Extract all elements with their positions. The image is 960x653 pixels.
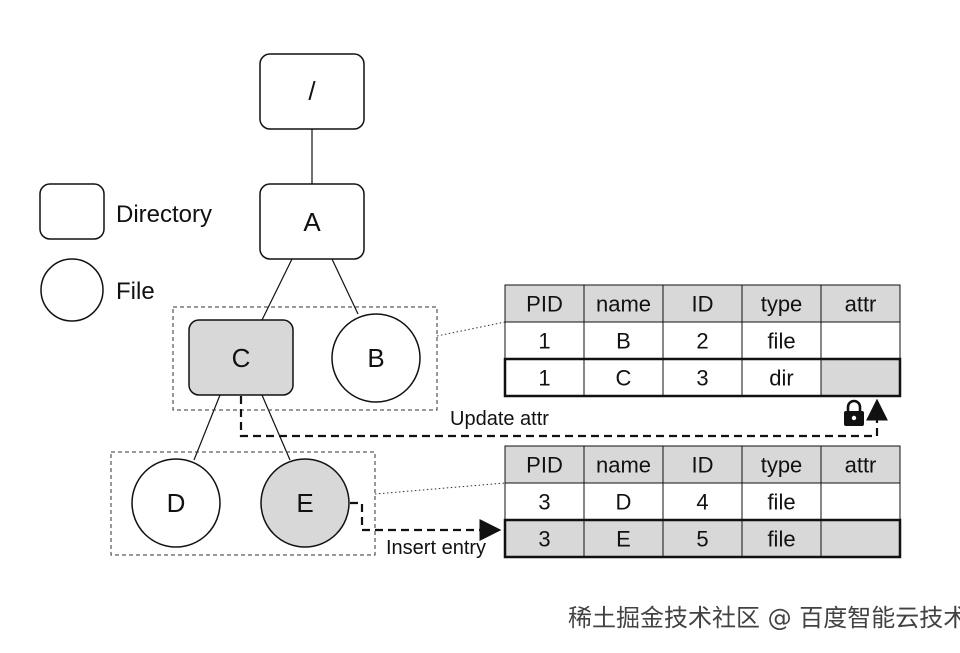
table-cell-text: file [767, 527, 795, 552]
table-cell-text: 4 [696, 490, 708, 515]
table-cell-text: C [616, 366, 632, 391]
connector-group-de-table [374, 482, 506, 495]
table-header-cell [504, 445, 585, 484]
table-cell [820, 482, 901, 521]
table-cell-text: 3 [538, 527, 550, 552]
node-e: E [260, 458, 350, 548]
insert-entry-arrow [350, 501, 502, 541]
table-cell [820, 358, 901, 397]
update-attr-label: Update attr [450, 408, 549, 430]
table-header-cell [820, 284, 901, 323]
node-b: B [331, 313, 421, 403]
table-header-text: attr [845, 453, 877, 478]
table-cell-text: D [616, 490, 632, 515]
table-cell [583, 482, 664, 521]
table-cell-text: E [616, 527, 631, 552]
table-cell-text: file [767, 490, 795, 515]
legend-directory-shape [39, 183, 105, 240]
group-box-d-e [110, 451, 376, 556]
node-e-label: E [296, 488, 313, 518]
edge-a-c [261, 258, 293, 321]
legend-file-label: File [116, 278, 155, 305]
node-c: C [188, 319, 294, 396]
table-cell [583, 519, 664, 558]
table-header-text: PID [526, 292, 563, 317]
node-d-label: D [167, 488, 186, 518]
update-attr-arrow [239, 396, 888, 438]
table-cell-text: 2 [696, 329, 708, 354]
table-header-cell [583, 445, 664, 484]
connector-group-cb-table [436, 321, 506, 337]
table-header-text: type [761, 292, 803, 317]
table-header-cell [741, 445, 822, 484]
table-header-text: name [596, 292, 651, 317]
table-cell-text: 1 [538, 366, 550, 391]
edge-c-e [261, 394, 291, 461]
table-cell-text: 3 [538, 490, 550, 515]
legend-directory-label: Directory [116, 201, 212, 228]
legend: Directory File [39, 183, 212, 322]
table-header-text: PID [526, 453, 563, 478]
table-cell-text: B [616, 329, 631, 354]
node-a: A [259, 183, 365, 260]
table-highlight-row-border [503, 518, 902, 559]
insert-entry-label: Insert entry [386, 537, 486, 559]
table-cell-text: 1 [538, 329, 550, 354]
lock-icon [844, 399, 864, 426]
group-box-c-b [172, 306, 438, 411]
table-cell [820, 321, 901, 360]
table-cell [820, 519, 901, 558]
table-cell [583, 321, 664, 360]
table-header-text: name [596, 453, 651, 478]
table-cell [662, 321, 743, 360]
node-c-label: C [232, 343, 251, 373]
table-header-cell [741, 284, 822, 323]
table-cell-text: dir [769, 366, 793, 391]
table-cell [504, 519, 585, 558]
table-header-text: type [761, 453, 803, 478]
table-cell-text: file [767, 329, 795, 354]
node-a-label: A [303, 207, 321, 237]
table-cell [741, 482, 822, 521]
edge-c-d [193, 394, 221, 461]
table-cell [662, 482, 743, 521]
table-header-text: ID [692, 453, 714, 478]
legend-file-shape [40, 258, 104, 322]
table-cell-text: 3 [696, 366, 708, 391]
node-d: D [131, 458, 221, 548]
node-b-label: B [367, 343, 384, 373]
table-header-cell [504, 284, 585, 323]
edge-a-b [331, 258, 359, 315]
tree-edges [193, 129, 359, 461]
node-root-label: / [308, 76, 316, 106]
table-highlight-row-border [503, 357, 902, 398]
table-cell-text: 5 [696, 527, 708, 552]
table-cell [504, 321, 585, 360]
table-header-text: attr [845, 292, 877, 317]
table-header-cell [820, 445, 901, 484]
table-cell [741, 358, 822, 397]
watermark-text: 稀土掘金技术社区 @ 百度智能云技术站 [568, 604, 960, 632]
table-header-text: ID [692, 292, 714, 317]
node-root: / [259, 53, 365, 130]
